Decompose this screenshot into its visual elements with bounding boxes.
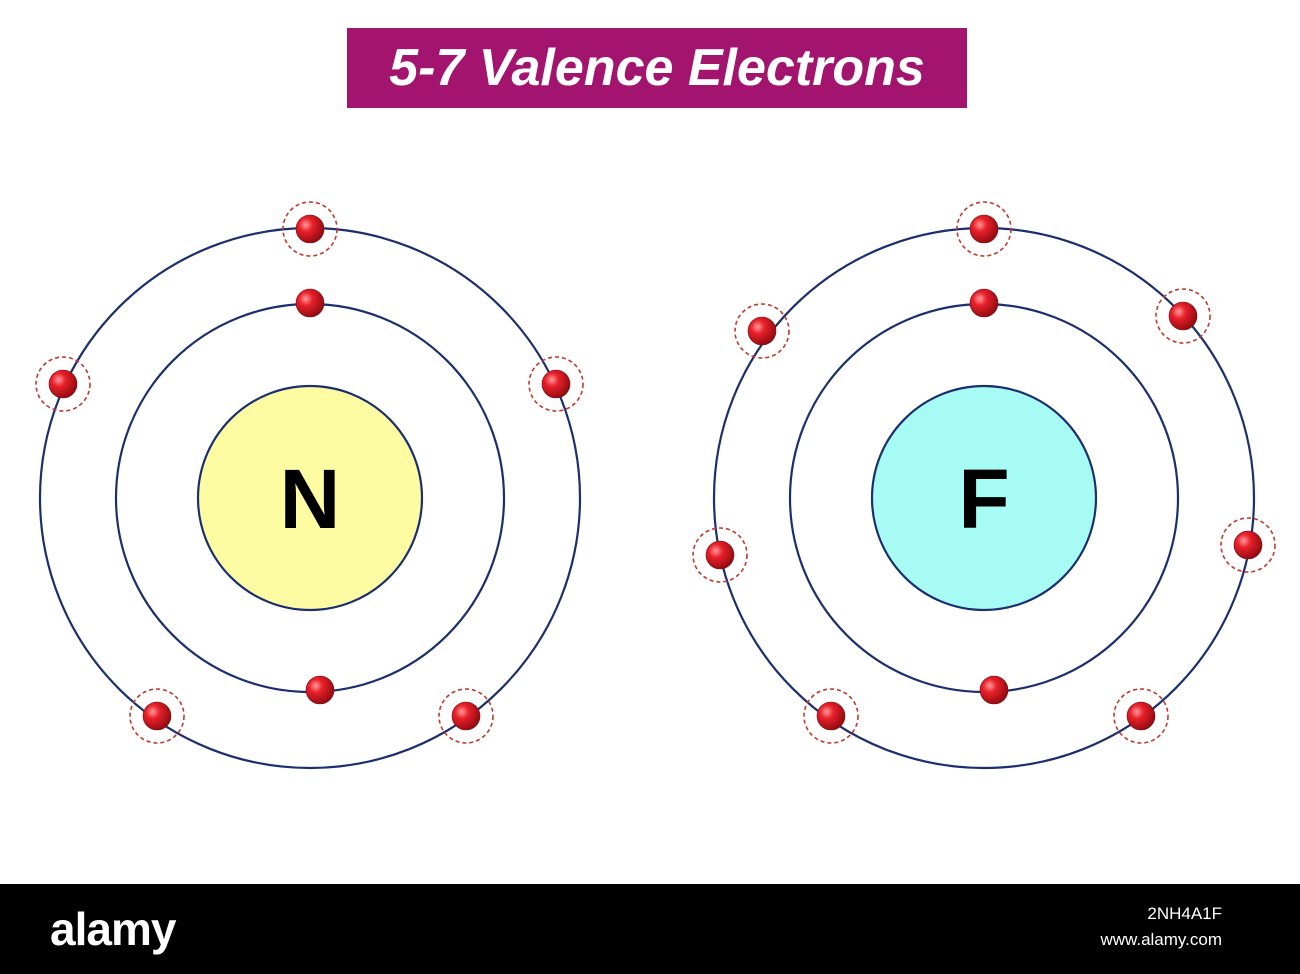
atom-nitrogen: N <box>35 201 584 770</box>
valence-electron <box>1113 688 1169 744</box>
fluorine-symbol: F <box>958 452 1009 546</box>
nitrogen-nucleus <box>196 384 424 612</box>
inner-electron <box>305 675 335 705</box>
footer-bar: alamy 2NH4A1F www.alamy.com <box>0 884 1300 974</box>
valence-electron <box>956 201 1012 257</box>
diagram-title: 5-7 Valence Electrons <box>389 39 925 97</box>
valence-electron <box>35 356 91 412</box>
valence-electron <box>282 201 338 257</box>
fluorine-electrons <box>692 201 1276 744</box>
title-banner: 5-7 Valence Electrons <box>347 28 967 108</box>
valence-electron <box>1220 517 1276 573</box>
valence-electron <box>1155 288 1211 344</box>
valence-electron <box>803 688 859 744</box>
nitrogen-symbol: N <box>280 452 341 546</box>
inner-electron <box>979 675 1009 705</box>
atom-diagrams: N F <box>35 201 1276 770</box>
fluorine-nucleus <box>870 384 1098 612</box>
brand-logo: alamy <box>50 903 176 955</box>
valence-electron <box>734 303 790 359</box>
valence-electron <box>438 688 494 744</box>
atom-fluorine: F <box>692 201 1276 770</box>
valence-electron <box>129 688 185 744</box>
image-id: 2NH4A1F <box>1147 904 1222 923</box>
inner-electron <box>295 288 325 318</box>
inner-electron <box>969 288 999 318</box>
valence-electron <box>692 527 748 583</box>
valence-electron <box>528 356 584 412</box>
nitrogen-electrons <box>35 201 584 744</box>
site-url: www.alamy.com <box>1100 930 1222 949</box>
